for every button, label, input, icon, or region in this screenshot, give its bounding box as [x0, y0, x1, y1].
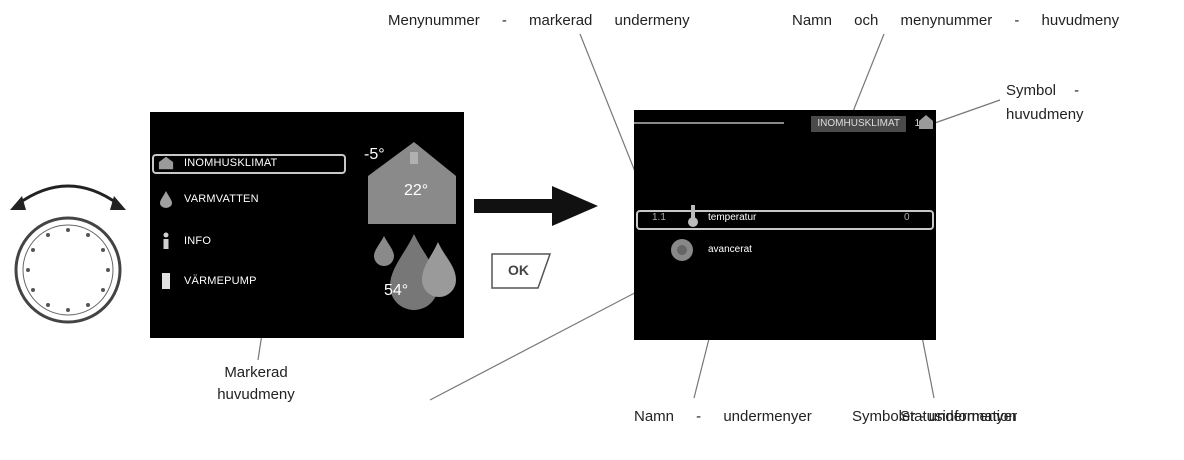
indoor-temperature: 22°: [404, 182, 429, 199]
gear-ball-icon: [671, 239, 693, 261]
callout-status-info: Statusinformation: [900, 408, 1017, 425]
control-knob-icon: [10, 184, 126, 324]
main-menu-item-indoor-climate[interactable]: INOMHUSKLIMAT: [158, 152, 277, 174]
submenu-item-temperature[interactable]: 1.1 temperatur 0: [642, 205, 930, 228]
info-icon: [158, 232, 174, 250]
main-menu-item-label: INFO: [184, 235, 212, 247]
house-temperature-graphic: [368, 142, 456, 224]
main-menu-item-label: INOMHUSKLIMAT: [184, 157, 278, 169]
outdoor-temperature: -5°: [364, 146, 385, 163]
callout-symbol-main-menu: Symbol - huvudmeny: [1006, 82, 1084, 124]
house-icon: [919, 115, 933, 129]
house-icon: [158, 154, 174, 172]
water-drop-icon: [158, 190, 174, 208]
sub-menu-header-number: 1: [914, 118, 920, 129]
water-drops-graphic: [374, 234, 456, 310]
callout-menu-number: Menynummer - markerad undermeny: [388, 12, 690, 29]
main-menu-item-label: VÄRMEPUMP: [184, 275, 257, 287]
callout-name-main-menu: Namn och menynummer - huvudmeny: [792, 12, 1120, 29]
submenu-item-number: 1.1: [652, 212, 666, 223]
submenu-selection-frame: [636, 210, 934, 230]
main-menu-item-label: VARMVATTEN: [184, 193, 259, 205]
callout-symbol-main-line2: huvudmeny: [1006, 106, 1084, 123]
submenu-item-status: 0: [904, 212, 910, 223]
submenu-item-label: avancerat: [708, 244, 752, 255]
callout-name-submenus: Namn - undermenyer: [634, 408, 812, 425]
main-menu-screen: INOMHUSKLIMAT VARMVATTEN INFO VÄRMEPUMP …: [150, 112, 464, 338]
submenu-item-advanced[interactable]: avancerat: [670, 238, 870, 262]
arrow-right-icon: [474, 186, 598, 226]
sub-menu-header-title: INOMHUSKLIMAT: [811, 116, 906, 132]
ok-button[interactable]: [488, 250, 554, 292]
main-menu-item-info[interactable]: INFO: [158, 230, 211, 252]
submenu-item-label: temperatur: [708, 212, 757, 223]
callout-symbol-main-line1: Symbol -: [1006, 82, 1080, 99]
hot-water-temperature: 54°: [384, 282, 409, 299]
callout-marked-line1: Markerad: [224, 364, 288, 381]
callout-marked-main-menu: Markerad huvudmeny: [196, 364, 316, 404]
callout-symbols-submenus: Symboler - undermenyer: [852, 408, 1018, 425]
sub-menu-screen: INOMHUSKLIMAT 1 1.1 temperatur 0 avancer…: [634, 110, 936, 340]
header-rule: [634, 122, 784, 124]
main-menu-item-heat-pump[interactable]: VÄRMEPUMP: [158, 270, 257, 292]
main-menu-item-hot-water[interactable]: VARMVATTEN: [158, 188, 259, 210]
ok-button-label: OK: [508, 262, 529, 278]
thermometer-icon: [688, 205, 698, 227]
heat-pump-icon: [158, 272, 174, 290]
selection-frame: [152, 154, 346, 174]
callout-marked-line2: huvudmeny: [217, 386, 295, 403]
